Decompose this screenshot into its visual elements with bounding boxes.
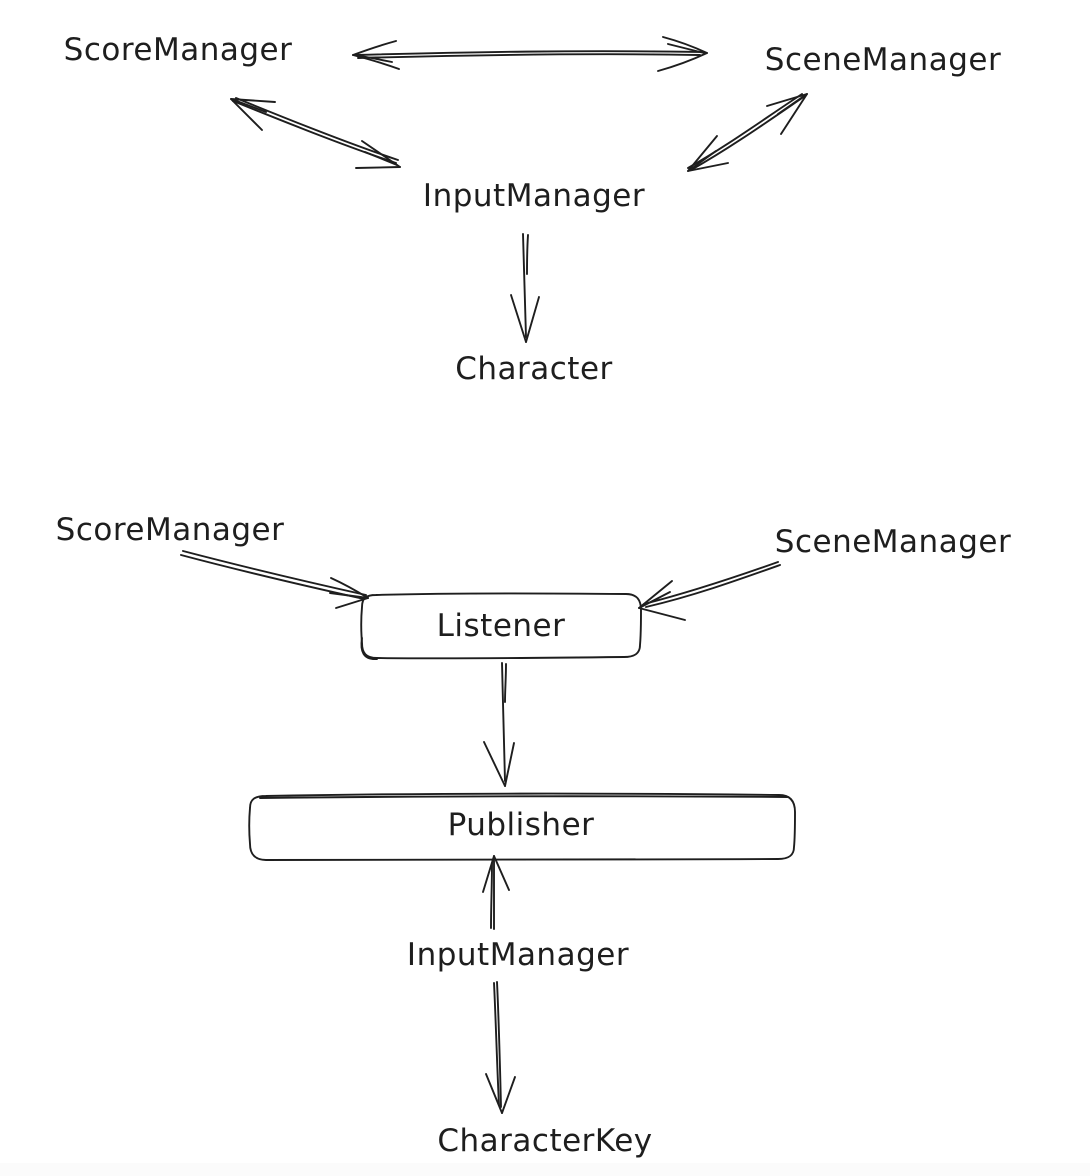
arrow-inputmanager-character[interactable]	[510, 233, 540, 343]
node-label-characterkey[interactable]: CharacterKey	[437, 1123, 653, 1159]
arrow-inputmanager-characterkey[interactable]	[485, 981, 516, 1114]
node-label-character[interactable]: Character	[455, 351, 613, 387]
node-label-scoremanager-bottom[interactable]: ScoreManager	[55, 512, 285, 548]
node-label-scenemanager-top[interactable]: SceneManager	[764, 42, 1002, 78]
node-label-inputmanager-top[interactable]: InputManager	[422, 178, 646, 214]
arrow-inputmanager-publisher[interactable]	[482, 855, 510, 930]
node-label-scenemanager-bottom[interactable]: SceneManager	[774, 524, 1012, 560]
publisher-box[interactable]	[248, 792, 796, 862]
arrow-scoremanager-inputmanager[interactable]	[230, 97, 401, 169]
publisher-box-label[interactable]: Publisher	[447, 807, 595, 843]
node-label-inputmanager-bottom[interactable]: InputManager	[406, 937, 630, 973]
arrow-scoremanager-scenemanager[interactable]	[352, 36, 708, 72]
arrow-listener-publisher[interactable]	[483, 662, 515, 787]
node-label-scoremanager-top[interactable]: ScoreManager	[63, 32, 293, 68]
listener-box[interactable]	[360, 592, 642, 660]
arrow-scoremanager-listener[interactable]	[180, 550, 369, 609]
arrow-scenemanager-inputmanager[interactable]	[687, 93, 808, 172]
bottom-edge-strip	[0, 1163, 1090, 1176]
listener-box-label[interactable]: Listener	[436, 608, 566, 644]
arrow-scenemanager-listener[interactable]	[638, 561, 781, 621]
